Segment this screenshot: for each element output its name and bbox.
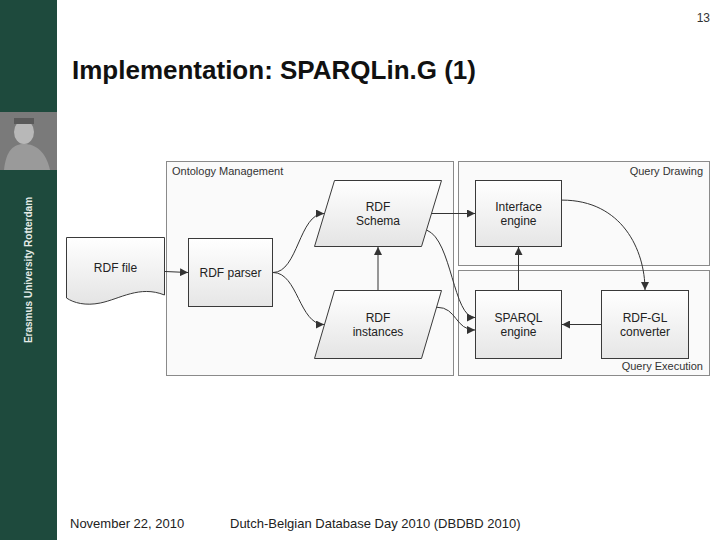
portrait bbox=[0, 112, 57, 170]
group-label: Query Execution bbox=[622, 360, 703, 372]
node-label: RDF file bbox=[76, 261, 156, 275]
node-text-area: RDF parser bbox=[189, 239, 272, 306]
slide-title: Implementation: SPARQLin.G (1) bbox=[72, 55, 476, 86]
group-box: Query Execution SPARQL engine RDF-GL conve… bbox=[458, 270, 710, 376]
process-box: RDF parser bbox=[188, 238, 273, 307]
node-label: Interface engine bbox=[489, 200, 549, 228]
portrait-body bbox=[4, 144, 50, 170]
connector-arrow bbox=[562, 200, 645, 290]
node-label: SPARQL engine bbox=[489, 311, 549, 339]
data-parallelogram: RDF Schema bbox=[314, 180, 442, 247]
group-label: Ontology Management bbox=[172, 165, 283, 177]
connector-arrow bbox=[518, 247, 519, 290]
footer-date: November 22, 2010 bbox=[70, 516, 184, 531]
process-box: Interface engine bbox=[475, 180, 562, 247]
node-text-area: RDF instances bbox=[314, 290, 442, 359]
connector-arrow bbox=[273, 214, 324, 273]
process-box: RDF-GL converter bbox=[601, 290, 689, 359]
university-name: Erasmus University Rotterdam bbox=[23, 197, 34, 343]
connector-arrow bbox=[562, 324, 601, 325]
document-path bbox=[67, 238, 165, 305]
node-text-area: RDF-GL converter bbox=[602, 291, 688, 358]
node-label: RDF instances bbox=[348, 311, 408, 339]
connector-arrow bbox=[427, 230, 475, 317]
connector-arrow bbox=[432, 213, 475, 214]
data-parallelogram: RDF instances bbox=[314, 290, 442, 359]
connector-arrow bbox=[165, 272, 188, 273]
node-text-area: SPARQL engine bbox=[476, 291, 561, 358]
node-label: RDF-GL converter bbox=[615, 311, 675, 339]
footer-event: Dutch-Belgian Database Day 2010 (DBDBD 2… bbox=[230, 516, 521, 531]
document-shape: RDF file bbox=[66, 237, 165, 306]
node-text-area: RDF Schema bbox=[314, 180, 442, 247]
node-text-area: Interface engine bbox=[476, 181, 561, 246]
parallelogram-path bbox=[315, 291, 442, 359]
node-text-area: RDF file bbox=[66, 237, 165, 306]
connector-arrow bbox=[378, 247, 379, 290]
group-box: Ontology ManagementRDF parser RDF SchemaR… bbox=[166, 161, 454, 376]
node-label: RDF parser bbox=[191, 266, 271, 280]
group-box: Query DrawingInterface engine bbox=[458, 161, 710, 266]
connector-arrow bbox=[437, 307, 475, 330]
portrait-cap bbox=[14, 118, 34, 124]
side-band bbox=[0, 0, 57, 540]
process-box: SPARQL engine bbox=[475, 290, 562, 359]
connector-arrow bbox=[273, 273, 324, 325]
page-number: 13 bbox=[697, 11, 710, 25]
node-label: RDF Schema bbox=[348, 200, 408, 228]
parallelogram-path bbox=[315, 181, 442, 247]
group-label: Query Drawing bbox=[630, 165, 703, 177]
